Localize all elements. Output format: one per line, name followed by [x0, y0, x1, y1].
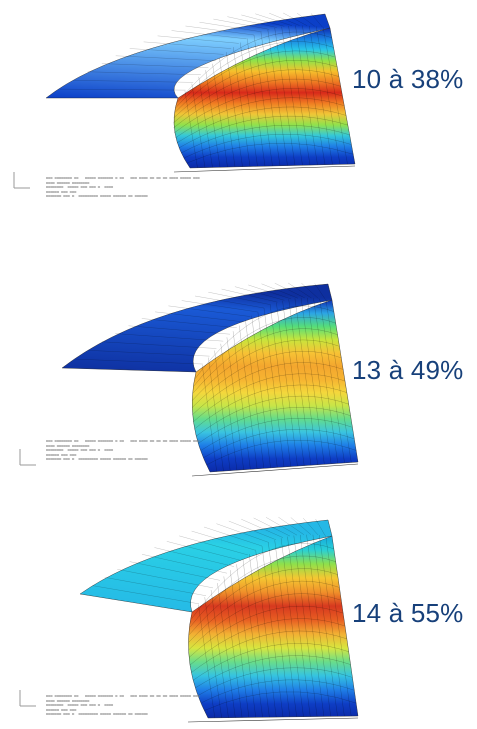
fea-panel-2: 13 à 49% ▬▬▬ ▬▬▬▬▬▬▬▬ ▬▬ ▬▬▬▬▬ ▬▬▬▬▬▬▬ ▬… — [0, 243, 477, 486]
fea-caption-2: ▬▬▬ ▬▬▬▬▬▬▬▬ ▬▬ ▬▬▬▬▬ ▬▬▬▬▬▬▬ ▬ ▬▬ ▬▬▬ ▬… — [46, 439, 200, 462]
fea-caption-1: ▬▬▬ ▬▬▬▬▬▬▬▬ ▬▬ ▬▬▬▬▬ ▬▬▬▬▬▬▬ ▬ ▬▬ ▬▬▬ ▬… — [46, 176, 200, 199]
axis-triad-icon-3 — [19, 690, 36, 707]
axis-triad-icon-2 — [19, 449, 36, 466]
fea-caption-3: ▬▬▬ ▬▬▬▬▬▬▬▬ ▬▬ ▬▬▬▬▬ ▬▬▬▬▬▬▬ ▬ ▬▬ ▬▬▬ ▬… — [46, 694, 200, 717]
fea-panel-3: 14 à 55% ▬▬▬ ▬▬▬▬▬▬▬▬ ▬▬ ▬▬▬▬▬ ▬▬▬▬▬▬▬ ▬… — [0, 486, 477, 729]
percentage-label-1: 10 à 38% — [352, 64, 464, 94]
percentage-label-2: 13 à 49% — [352, 355, 464, 385]
fea-mesh-image-3 — [79, 517, 359, 723]
fea-mesh-image-2 — [61, 282, 359, 477]
axis-triad-icon-1 — [13, 172, 30, 189]
fea-mesh-image-1 — [45, 12, 356, 173]
percentage-label-3: 14 à 55% — [352, 598, 464, 628]
fea-panel-1: 10 à 38% ▬▬▬ ▬▬▬▬▬▬▬▬ ▬▬ ▬▬▬▬▬ ▬▬▬▬▬▬▬ ▬… — [0, 0, 477, 243]
